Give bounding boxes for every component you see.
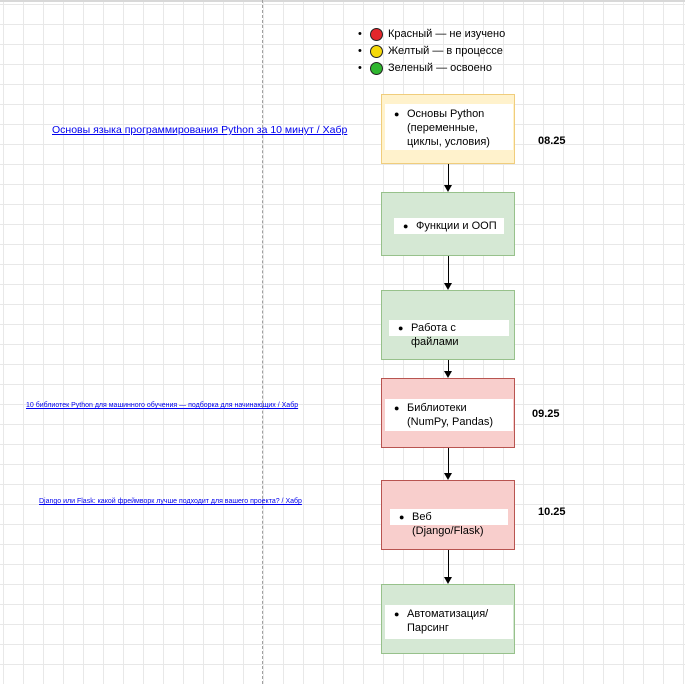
node-libraries[interactable]: ● Библиотеки (NumPy, Pandas) xyxy=(381,378,515,448)
red-circle-icon xyxy=(370,28,383,41)
node-label-box: ● Библиотеки (NumPy, Pandas) xyxy=(385,399,513,431)
date-label: 09.25 xyxy=(532,408,560,420)
legend-item-red: • Красный — не изучено xyxy=(358,26,548,43)
node-automation-parsing[interactable]: ● Автоматизация/Парсинг xyxy=(381,584,515,654)
arrowhead-icon xyxy=(444,371,452,378)
node-label: Основы Python (переменные, циклы, услови… xyxy=(407,108,490,148)
bullet-icon: • xyxy=(358,28,362,40)
arrowhead-icon xyxy=(444,577,452,584)
node-label-box: ● Работа с файлами xyxy=(389,320,509,348)
bullet-icon: ● xyxy=(394,109,400,119)
bullet-icon: • xyxy=(358,45,362,57)
legend-label: Желтый — в процессе xyxy=(388,45,503,57)
date-label: 08.25 xyxy=(538,135,566,147)
link-python-basics-article[interactable]: Основы языка программирования Python за … xyxy=(52,124,348,136)
legend-label: Красный — не изучено xyxy=(388,28,506,40)
node-label: Библиотеки (NumPy, Pandas) xyxy=(407,402,493,428)
node-label: Автоматизация/Парсинг xyxy=(407,608,489,634)
node-working-with-files[interactable]: ● Работа с файлами xyxy=(381,290,515,360)
legend-label: Зеленый — освоено xyxy=(388,62,492,74)
node-label: Веб (Django/Flask) xyxy=(412,511,484,537)
bullet-icon: ● xyxy=(394,403,400,413)
node-label-box: ● Функции и ООП xyxy=(394,218,504,234)
date-label: 10.25 xyxy=(538,506,566,518)
connector-line xyxy=(448,164,449,185)
connector-line xyxy=(448,256,449,283)
link-django-flask-article[interactable]: Django или Flask: какой фреймворк лучше … xyxy=(39,498,302,505)
node-label-box: ● Автоматизация/Парсинг xyxy=(385,605,513,639)
arrowhead-icon xyxy=(444,185,452,192)
legend-item-green: • Зеленый — освоено xyxy=(358,60,548,77)
node-functions-oop[interactable]: ● Функции и ООП xyxy=(381,192,515,256)
top-border xyxy=(0,0,685,2)
vertical-guide-line xyxy=(262,0,263,684)
green-circle-icon xyxy=(370,62,383,75)
arrowhead-icon xyxy=(444,473,452,480)
legend-item-yellow: • Желтый — в процессе xyxy=(358,43,548,60)
node-label: Функции и ООП xyxy=(416,220,497,232)
bullet-icon: ● xyxy=(394,609,400,619)
bullet-icon: ● xyxy=(399,512,405,522)
node-label-box: ● Веб (Django/Flask) xyxy=(390,509,508,537)
bullet-icon: ● xyxy=(403,221,409,231)
link-ml-libraries-article[interactable]: 10 библиотек Python для машинного обучен… xyxy=(26,402,299,409)
connector-line xyxy=(448,550,449,577)
node-web[interactable]: ● Веб (Django/Flask) xyxy=(381,480,515,550)
node-label-box: ● Основы Python (переменные, циклы, усло… xyxy=(385,104,513,150)
arrowhead-icon xyxy=(444,283,452,290)
connector-line xyxy=(448,448,449,473)
connector-line xyxy=(448,360,449,371)
bullet-icon: • xyxy=(358,62,362,74)
bullet-icon: ● xyxy=(398,323,404,333)
status-legend: • Красный — не изучено • Желтый — в проц… xyxy=(358,26,548,77)
node-label: Работа с файлами xyxy=(411,322,459,348)
node-python-basics[interactable]: ● Основы Python (переменные, циклы, усло… xyxy=(381,94,515,164)
yellow-circle-icon xyxy=(370,45,383,58)
